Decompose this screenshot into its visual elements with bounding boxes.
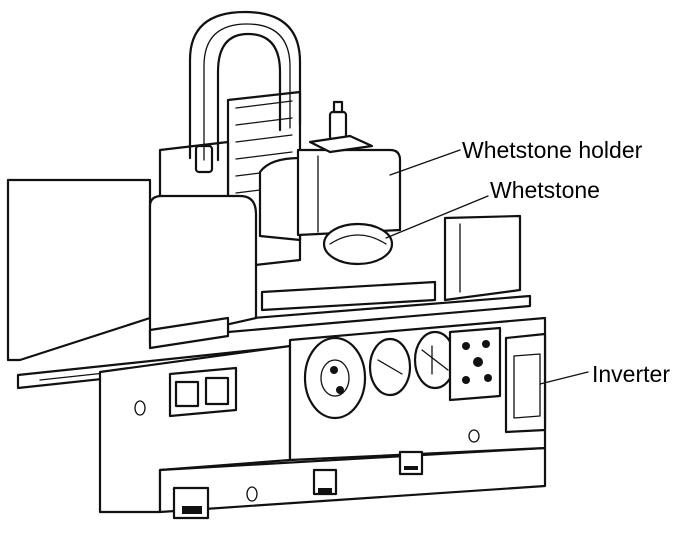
leader-whetstone-holder (389, 149, 461, 176)
magnetic-chuck (260, 280, 437, 312)
label-whetstone: Whetstone (490, 177, 600, 203)
coolant-hose (188, 10, 302, 162)
whetstone-wheel (322, 222, 394, 266)
whetstone-holder (296, 148, 402, 237)
hand-wheels (303, 330, 457, 420)
leader-inverter (539, 371, 589, 385)
side-box (168, 366, 238, 418)
label-whetstone-holder: Whetstone holder (462, 137, 643, 163)
inverter-box (504, 332, 547, 434)
leader-whetstone (385, 195, 489, 239)
splash-guard (6, 178, 258, 362)
wheel-head (258, 100, 402, 242)
label-inverter: Inverter (592, 361, 670, 387)
control-panel (448, 326, 502, 402)
rear-guard (443, 214, 522, 302)
